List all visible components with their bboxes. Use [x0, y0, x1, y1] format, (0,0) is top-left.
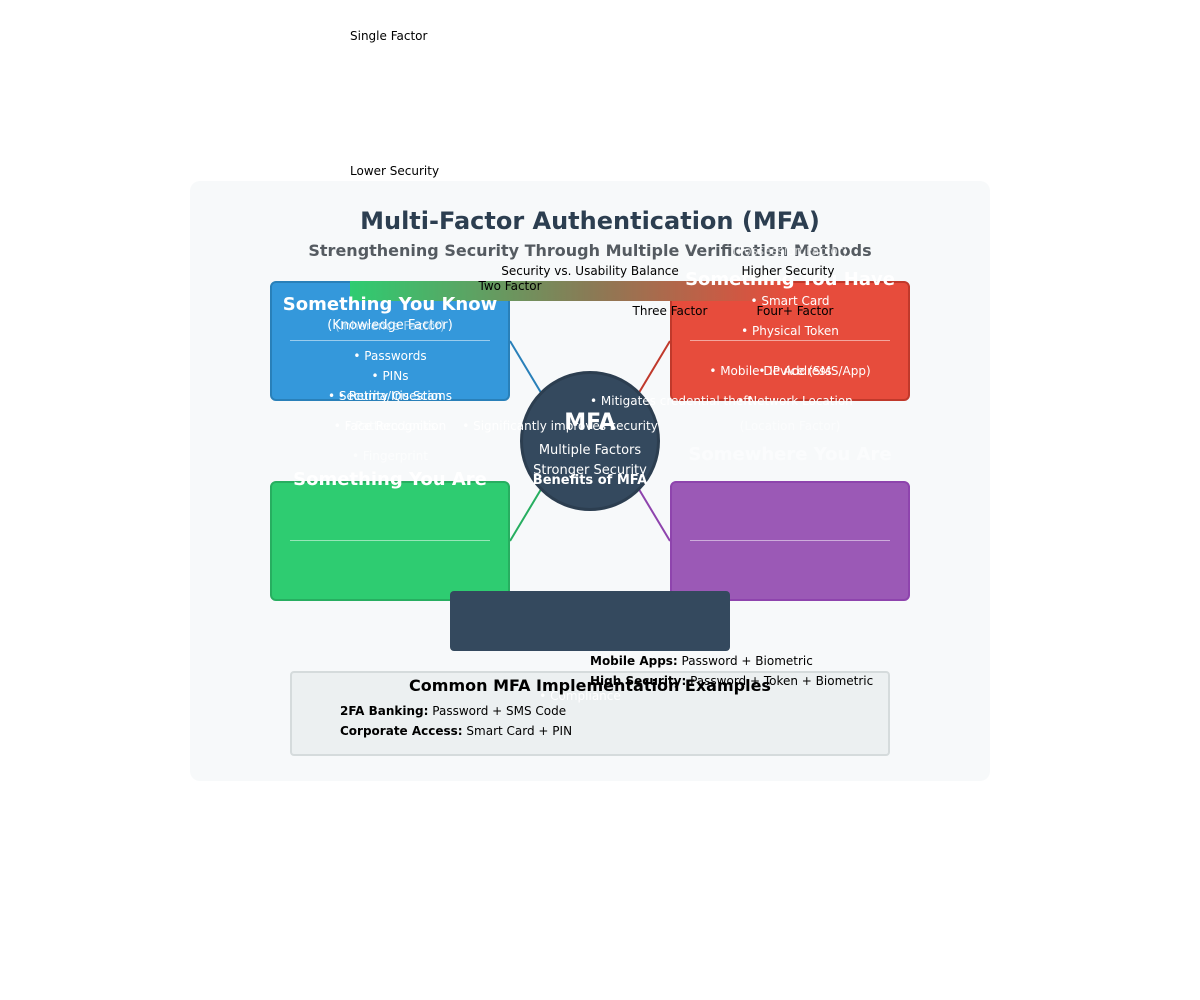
- possession-factor-box: [670, 281, 910, 401]
- have-title: Something You Have: [685, 269, 895, 290]
- scale-higher-security: Higher Security: [741, 264, 835, 278]
- hub-title: MFA: [564, 410, 616, 435]
- are-item: • Retina/Iris Scan: [337, 389, 443, 403]
- benefit-item: • Significantly improves security: [462, 419, 658, 433]
- are-item: • Face Recognition: [333, 419, 447, 433]
- know-subtitle: (Knowledge Factor): [327, 318, 453, 333]
- example-text: Smart Card + PIN: [462, 724, 573, 738]
- benefit-item: • Compliance: [539, 689, 621, 703]
- inherence-factor-box: [270, 481, 510, 601]
- hub-line-1: Multiple Factors: [538, 443, 642, 458]
- benefits-panel: [450, 591, 730, 651]
- are-subtitle: (Inherence Factor): [335, 319, 445, 333]
- scale-lower-security: Lower Security: [350, 164, 440, 178]
- example-label: High Security:: [590, 674, 687, 688]
- where-divider: [690, 540, 890, 541]
- have-item: • Mobile Device (SMS/App): [709, 364, 871, 378]
- hub-line-2: Stronger Security: [533, 463, 647, 478]
- scale-two-factor: Two Factor: [478, 279, 542, 293]
- benefits-title: Benefits of MFA: [532, 473, 648, 488]
- have-item: • Smart Card: [750, 294, 830, 308]
- have-item: • Physical Token: [741, 324, 839, 338]
- where-item: • IP Address: [758, 364, 832, 378]
- know-item: • Passwords: [353, 349, 427, 363]
- mfa-hub-circle: [520, 371, 660, 511]
- examples-panel: [290, 671, 890, 756]
- example-text: Password + Token + Biometric: [686, 674, 874, 688]
- scale-title: Security vs. Usability Balance: [501, 264, 679, 278]
- example-text: Password + Biometric: [677, 654, 813, 668]
- scale-three-factor: Three Factor: [632, 304, 708, 318]
- example-label: Corporate Access:: [340, 724, 463, 738]
- page-subtitle: Strengthening Security Through Multiple …: [308, 241, 872, 260]
- example-text: Password + SMS Code: [428, 704, 567, 718]
- where-subtitle: (Location Factor): [739, 419, 841, 433]
- have-divider: [690, 340, 890, 341]
- example-item: 2FA Banking: Password + SMS Code: [340, 704, 566, 718]
- example-item: High Security: Password + Token + Biomet…: [590, 674, 873, 688]
- example-label: 2FA Banking:: [340, 704, 429, 718]
- where-item: • Network Location: [737, 394, 853, 408]
- know-divider: [290, 340, 490, 341]
- example-label: Mobile Apps:: [590, 654, 678, 668]
- scale-four-factor: Four+ Factor: [756, 304, 834, 318]
- example-item: Mobile Apps: Password + Biometric: [590, 654, 813, 668]
- have-subtitle: (Possession Factor): [732, 244, 848, 258]
- know-item: • Security Questions: [328, 389, 452, 403]
- examples-title: Common MFA Implementation Examples: [409, 676, 771, 695]
- know-item: • Pattern Locks: [344, 419, 436, 433]
- know-item: • PINs: [371, 369, 409, 383]
- example-item: Corporate Access: Smart Card + PIN: [340, 724, 572, 738]
- where-title: Somewhere You Are: [688, 444, 892, 465]
- security-usability-gradient: [350, 281, 790, 301]
- scale-single-factor: Single Factor: [350, 29, 428, 43]
- benefit-item: • Mitigates credential theft: [590, 394, 752, 408]
- are-divider: [290, 540, 490, 541]
- know-title: Something You Know: [282, 294, 498, 315]
- are-title: Something You Are: [293, 469, 487, 490]
- location-factor-box: [670, 481, 910, 601]
- page-title: Multi-Factor Authentication (MFA): [360, 207, 820, 235]
- are-item: • Fingerprint: [352, 449, 428, 463]
